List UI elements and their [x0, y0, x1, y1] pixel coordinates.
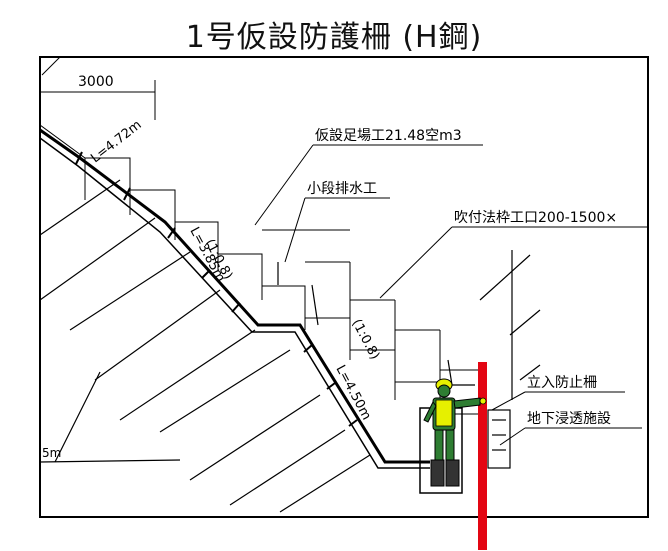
- bench-grid: [39, 124, 481, 415]
- dimension-label: 3000: [78, 74, 114, 90]
- infiltration-facility: [487, 409, 511, 469]
- dimension-line-3000: [40, 56, 156, 120]
- barrier-fence-label: 立入防止柵: [527, 375, 597, 391]
- drainage-label: 小段排水工: [307, 181, 377, 197]
- infiltration-label: 地下浸透施設: [527, 411, 611, 427]
- drawing-frame: [39, 56, 649, 518]
- upper-slope-length: L=4.72m: [88, 118, 144, 167]
- leader-lines: [254, 144, 648, 446]
- low-slope-length: L=4.50m: [332, 363, 373, 423]
- ground-hatching: [39, 179, 371, 513]
- frame-ticks: [75, 151, 358, 427]
- page-title: 1号仮設防護柵 (H鋼): [185, 20, 483, 55]
- construction-worker-icon: [423, 378, 487, 487]
- low-slope-grade: (1:0.8): [348, 317, 382, 362]
- scaffold-label: 仮設足場工21.48空m3: [315, 128, 462, 144]
- drainage-pipes: [277, 262, 475, 386]
- h-steel-post: [478, 362, 487, 550]
- slope-length-left: 5m: [42, 446, 61, 460]
- spray-frame-markers: [479, 250, 541, 400]
- spray-frame-label: 吹付法枠工口200-1500×: [454, 210, 617, 226]
